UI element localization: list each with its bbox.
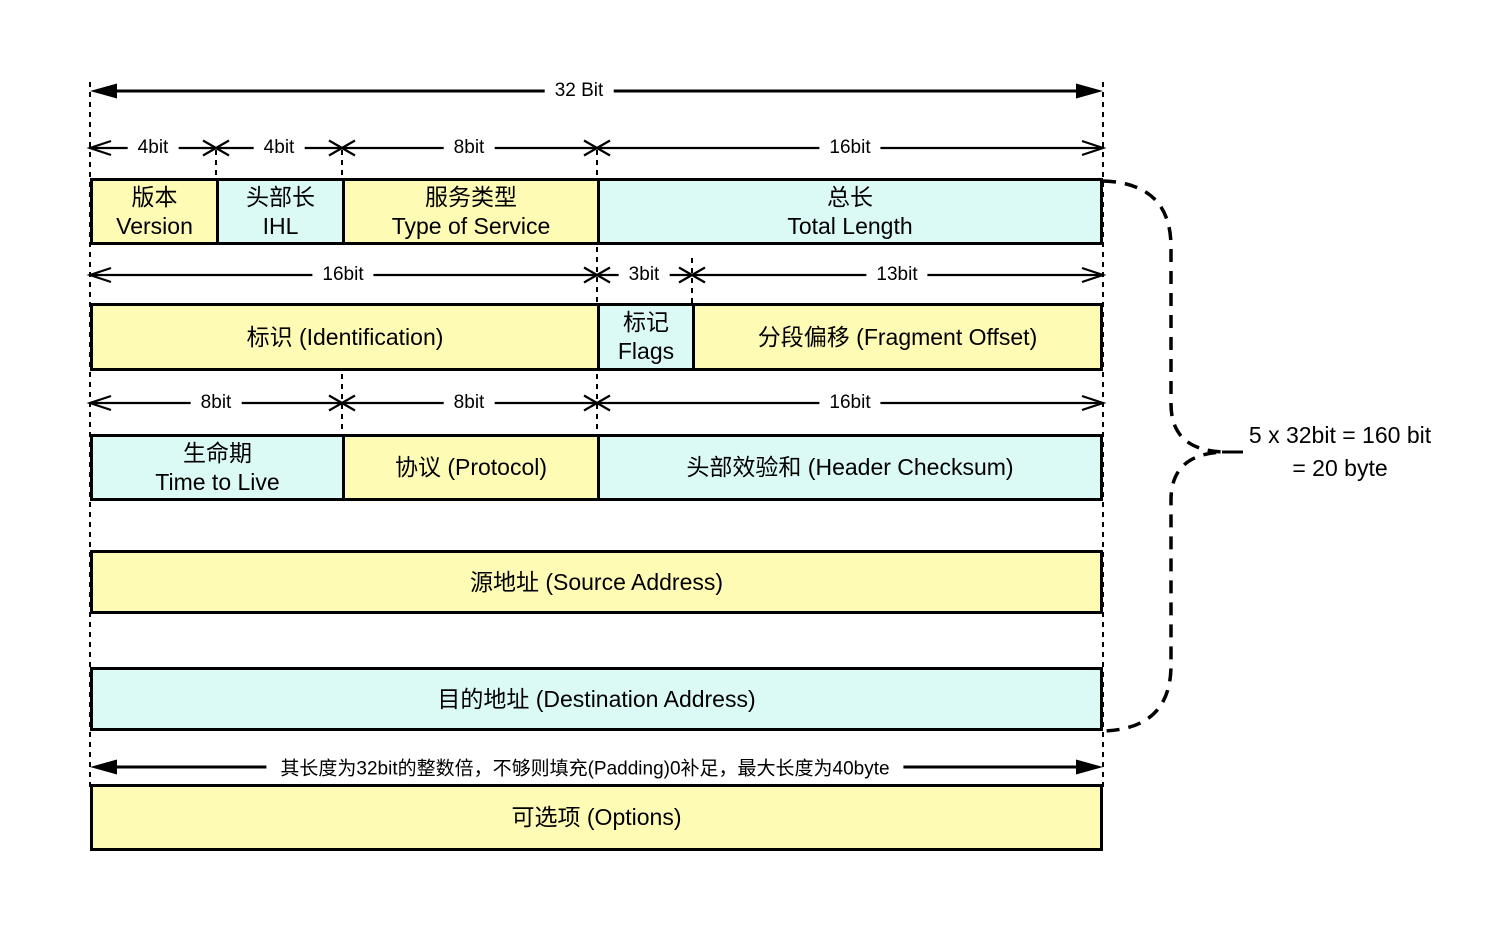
field-flags-zh: 标记	[623, 309, 669, 335]
field-tos-en: Type of Service	[391, 212, 551, 239]
field-flags-en: Flags	[617, 338, 675, 364]
measure-label-16bit-total: 16bit	[819, 137, 881, 159]
options-length-note: 其长度为32bit的整数倍，不够则填充(Padding)0补足，最大长度为40b…	[266, 753, 904, 781]
measure-label-13bit-frag: 13bit	[866, 264, 928, 286]
field-destination-address: 目的地址 (Destination Address)	[93, 670, 1100, 728]
brace-label: 5 x 32bit = 160 bit = 20 byte	[1235, 419, 1445, 485]
field-total-length-en: Total Length	[787, 212, 913, 239]
field-ihl: 头部长 IHL	[216, 181, 342, 242]
measure-label-8bit-tos: 8bit	[443, 137, 495, 159]
field-source-address: 源地址 (Source Address)	[93, 553, 1100, 611]
field-total-length-zh: 总长	[827, 183, 873, 210]
field-row-2: 标识 (Identification) 标记 Flags 分段偏移 (Fragm…	[90, 303, 1103, 371]
field-type-of-service: 服务类型 Type of Service	[342, 181, 597, 242]
field-row-3: 生命期 Time to Live 协议 (Protocol) 头部效验和 (He…	[90, 434, 1103, 501]
field-total-length: 总长 Total Length	[597, 181, 1100, 242]
measure-label-4bit-b: 4bit	[253, 137, 305, 159]
field-source-address-label: 源地址 (Source Address)	[469, 568, 724, 595]
field-options-label: 可选项 (Options)	[511, 804, 682, 830]
field-header-checksum: 头部效验和 (Header Checksum)	[597, 437, 1100, 498]
field-tos-zh: 服务类型	[425, 183, 517, 210]
field-ttl-en: Time to Live	[155, 468, 280, 495]
measure-label-16bit-id: 16bit	[312, 264, 374, 286]
row3-measure-arrows	[86, 394, 1107, 412]
measure-label-8bit-proto: 8bit	[443, 392, 495, 414]
brace-label-line2: = 20 byte	[1292, 455, 1388, 481]
field-protocol: 协议 (Protocol)	[342, 437, 597, 498]
field-options: 可选项 (Options)	[93, 787, 1100, 848]
brace-label-line1: 5 x 32bit = 160 bit	[1248, 422, 1432, 448]
field-ihl-zh: 头部长	[246, 183, 315, 210]
measure-label-16bit-cksum: 16bit	[819, 392, 881, 414]
field-flags: 标记 Flags	[597, 306, 692, 368]
field-row-6: 可选项 (Options)	[90, 784, 1103, 851]
field-fragment-offset-label: 分段偏移 (Fragment Offset)	[757, 323, 1038, 350]
row2-measure-arrows	[86, 266, 1107, 284]
field-version-zh: 版本	[131, 183, 178, 210]
field-header-checksum-label: 头部效验和 (Header Checksum)	[686, 454, 1014, 480]
field-destination-address-label: 目的地址 (Destination Address)	[437, 685, 756, 712]
field-protocol-label: 协议 (Protocol)	[394, 454, 548, 480]
brace-curve	[1102, 179, 1243, 733]
field-identification-label: 标识 (Identification)	[246, 323, 444, 350]
field-fragment-offset: 分段偏移 (Fragment Offset)	[692, 306, 1100, 368]
field-row-1: 版本 Version 头部长 IHL 服务类型 Type of Service …	[90, 178, 1103, 245]
field-ihl-en: IHL	[262, 212, 299, 239]
field-identification: 标识 (Identification)	[93, 306, 597, 368]
field-row-4: 源地址 (Source Address)	[90, 550, 1103, 614]
field-ttl-zh: 生命期	[183, 439, 252, 466]
measure-label-8bit-ttl: 8bit	[190, 392, 242, 414]
total-width-label: 32 Bit	[544, 80, 614, 102]
boundary-dashed-connectors	[215, 150, 693, 436]
measure-label-3bit-flags: 3bit	[618, 264, 670, 286]
measure-label-4bit-a: 4bit	[127, 137, 179, 159]
field-time-to-live: 生命期 Time to Live	[93, 437, 342, 498]
field-version: 版本 Version	[93, 181, 216, 242]
field-row-5: 目的地址 (Destination Address)	[90, 667, 1103, 731]
field-version-en: Version	[116, 212, 193, 239]
